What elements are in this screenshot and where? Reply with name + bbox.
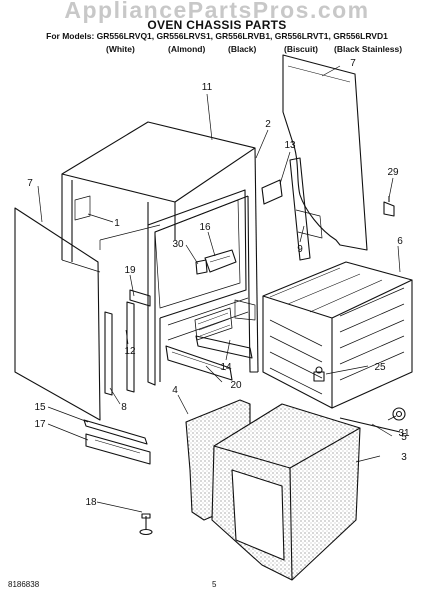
bottom-tray [165, 335, 253, 381]
left-rail-assembly [104, 289, 151, 396]
callout-16: 16 [199, 222, 211, 233]
callout-18: 18 [85, 497, 97, 508]
fastener-part [383, 196, 395, 217]
variant-almond: (Almond) [168, 44, 206, 54]
callout-13: 13 [284, 140, 296, 151]
leader-lines [37, 65, 401, 513]
callout-30: 30 [172, 239, 184, 250]
callout-29: 29 [387, 167, 399, 178]
variant-black: (Black) [228, 44, 257, 54]
callout-7-side: 7 [27, 178, 33, 189]
watermark: AppliancePartsPros.com [64, 0, 370, 23]
color-variants: (White) (Almond) (Black) (Biscuit) (Blac… [0, 44, 434, 56]
variant-biscuit: (Biscuit) [284, 44, 318, 54]
page-number: 5 [212, 580, 217, 589]
callout-5: 5 [401, 432, 407, 443]
page-title: OVEN CHASSIS PARTS [147, 18, 287, 32]
cavity-light [313, 366, 325, 382]
callout-11: 11 [202, 82, 213, 93]
callout-8: 8 [121, 402, 127, 413]
callout-25: 25 [374, 362, 386, 373]
callout-2: 2 [265, 119, 271, 130]
bracket-assembly [195, 249, 237, 275]
callout-4: 4 [172, 385, 178, 396]
callout-6: 6 [397, 236, 403, 247]
callout-20: 20 [230, 380, 242, 391]
callout-19: 19 [124, 265, 136, 276]
callout-1: 1 [114, 218, 120, 229]
callout-12: 12 [124, 346, 136, 357]
vent-knob [392, 407, 406, 421]
wrap-insulation [211, 403, 361, 581]
callout-15: 15 [34, 402, 46, 413]
rear-panel [282, 54, 368, 251]
oven-chassis-frame [61, 121, 259, 386]
callout-3: 3 [401, 452, 407, 463]
callout-17: 17 [34, 419, 46, 430]
cavity-rail [339, 417, 401, 433]
side-panel [14, 207, 101, 421]
leveling-leg [139, 513, 153, 536]
model-list: For Models: GR556LRVQ1, GR556LRVS1, GR55… [46, 31, 388, 41]
vent-bracket [261, 157, 323, 261]
callout-31: 31 [398, 428, 410, 439]
slide-rail-assembly [83, 419, 151, 465]
callout-9: 9 [297, 244, 303, 255]
document-number: 8186838 [8, 580, 40, 589]
variant-black-stainless: (Black Stainless) [334, 44, 403, 54]
callout-14: 14 [220, 362, 232, 373]
callout-7-rear: 7 [350, 58, 356, 69]
oven-cavity [262, 261, 413, 409]
variant-white: (White) [106, 44, 135, 54]
